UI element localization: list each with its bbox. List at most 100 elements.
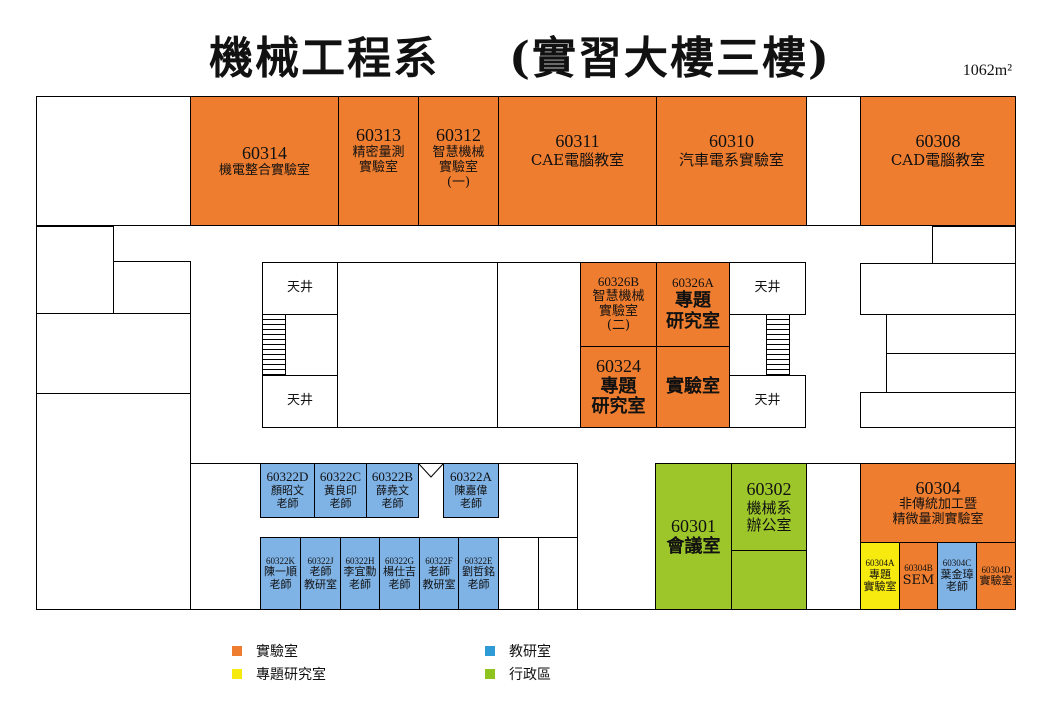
room-60304b[interactable]: 60304B SEM: [899, 542, 938, 610]
room-60304[interactable]: 60304 非傳統加工暨 精微量測實驗室: [860, 463, 1016, 543]
room-60304c[interactable]: 60304C 葉金璋 老師: [937, 542, 977, 610]
room-60322e[interactable]: 60322E 劉哲銘 老師: [458, 537, 499, 610]
page-title: 機械工程系 (實習大樓三樓): [0, 22, 1040, 86]
room-60322g[interactable]: 60322G 楊仕吉 老師: [379, 537, 420, 610]
room-60322a[interactable]: 60322A 陳嘉偉 老師: [443, 463, 499, 518]
legend-swatch: [485, 646, 495, 656]
room-name-line3: (二): [606, 318, 631, 334]
room-60304a[interactable]: 60304A 專題 實驗室: [860, 542, 900, 610]
room-number: 60310: [709, 131, 754, 151]
room-name: 實驗室: [666, 375, 720, 397]
room-name-line3: (一): [446, 174, 471, 190]
atrium-label: 天井: [286, 393, 313, 409]
room-number: 60322J: [307, 555, 334, 566]
center-room-1: [337, 262, 498, 428]
atrium-label: 天井: [754, 280, 781, 296]
restroom-block-1: [498, 537, 539, 610]
room-name-line2: 研究室: [591, 396, 646, 418]
room-name-line2: 老師: [349, 577, 371, 591]
room-number: 60322K: [266, 555, 295, 566]
room-number: 60322H: [345, 555, 375, 566]
room-number: 60322C: [319, 469, 362, 485]
room-name-line2: 教研室: [422, 577, 456, 591]
legend-label: 教研室: [509, 644, 551, 660]
room-name-line1: 陳嘉偉: [454, 484, 488, 498]
left-wing-block-2: [113, 261, 191, 314]
room-number: 60314: [242, 143, 287, 164]
room-name-line2: 教研室: [304, 577, 337, 591]
room-number: 60302: [746, 479, 792, 500]
left-wing-block-4: [36, 393, 191, 610]
legend-label: 專題研究室: [256, 667, 326, 683]
room-60322d[interactable]: 60322D 顏昭文 老師: [260, 463, 315, 518]
right-wing-block-4: [886, 353, 1016, 393]
right-wing-block-3: [886, 314, 1016, 354]
title-main: 機械工程系: [209, 33, 440, 84]
room-60314[interactable]: 60314 機電整合實驗室: [190, 96, 339, 226]
room-name-line1: 劉哲銘: [462, 565, 495, 579]
room-name-line1: 智慧機械: [432, 144, 485, 160]
legend-label: 實驗室: [256, 644, 298, 660]
room-60326b[interactable]: 60326B 智慧機械 實驗室 (二): [580, 262, 657, 347]
center-room-2: [497, 262, 581, 428]
room-name-line2: 實驗室: [863, 580, 897, 594]
staircase-left: [262, 314, 286, 376]
room-name-line1: 精密量測: [352, 144, 405, 160]
room-name-line1: 非傳統加工暨: [898, 497, 977, 513]
room-60324[interactable]: 60324 專題 研究室: [580, 346, 657, 428]
atrium-left-upper: 天井: [262, 262, 338, 315]
room-lab-center[interactable]: 實驗室: [656, 346, 730, 428]
room-60312[interactable]: 60312 智慧機械 實驗室 (一): [418, 96, 499, 226]
room-60311[interactable]: 60311 CAE電腦教室: [498, 96, 657, 226]
room-name: 機電整合實驗室: [218, 162, 310, 178]
legend-item-admin: 行政區: [485, 664, 551, 684]
room-name-line1: 老師: [428, 565, 450, 579]
room-number: 60326A: [672, 275, 714, 291]
legend-swatch: [232, 646, 242, 656]
room-number: 60322B: [371, 469, 414, 485]
room-name-line2: 老師: [276, 496, 299, 510]
title-sub: (實習大樓三樓): [509, 33, 831, 84]
top-stair-block: [806, 96, 861, 226]
room-name-line2: 精微量測實驗室: [892, 512, 984, 528]
room-60322c[interactable]: 60322C 黃良印 老師: [314, 463, 367, 518]
top-left-block: [36, 96, 191, 226]
room-60313[interactable]: 60313 精密量測 實驗室: [338, 96, 419, 226]
room-60322k[interactable]: 60322K 陳一順 老師: [260, 537, 301, 610]
room-number: 60304: [915, 477, 961, 498]
room-name-line2: 老師: [946, 580, 968, 594]
room-name: 會議室: [666, 535, 721, 557]
room-name-line2: 實驗室: [598, 303, 638, 319]
room-60304d[interactable]: 60304D 實驗室: [976, 542, 1016, 610]
room-number: 60312: [436, 125, 481, 145]
room-number: 60304C: [942, 558, 972, 569]
room-60322h[interactable]: 60322H 李宜勳 老師: [340, 537, 380, 610]
room-name-line1: 葉金璋: [940, 567, 974, 581]
room-number: 60322A: [450, 469, 492, 485]
room-60302[interactable]: 60302 機械系 辦公室: [731, 463, 807, 551]
room-name-line1: 黃良印: [324, 484, 357, 498]
room-60322f[interactable]: 60322F 老師 教研室: [419, 537, 459, 610]
room-name: 汽車電系實驗室: [678, 150, 784, 169]
right-wing-block-5: [860, 392, 1016, 428]
room-name-line2: 實驗室: [358, 159, 398, 175]
room-name-line1: 薛堯文: [376, 484, 409, 498]
room-60322b[interactable]: 60322B 薛堯文 老師: [366, 463, 419, 518]
room-60326a[interactable]: 60326A 專題 研究室: [656, 262, 730, 347]
atrium-label: 天井: [754, 393, 781, 409]
floor-area: 1062m²: [962, 62, 1012, 79]
atrium-left-lower: 天井: [262, 375, 338, 428]
left-wing-block-1: [36, 226, 114, 314]
room-60322j[interactable]: 60322J 老師 教研室: [300, 537, 341, 610]
room-number: 60308: [915, 131, 961, 151]
legend-item-project: 專題研究室: [232, 664, 326, 684]
room-60308[interactable]: 60308 CAD電腦教室: [860, 96, 1016, 226]
room-name-line1: 李宜勳: [343, 565, 377, 579]
atrium-right-upper: 天井: [729, 262, 806, 315]
room-name: CAE電腦教室: [530, 150, 625, 169]
staircase-right: [766, 314, 790, 376]
room-number: 60322F: [425, 555, 453, 566]
room-60301[interactable]: 60301 會議室: [655, 463, 732, 610]
room-60310[interactable]: 60310 汽車電系實驗室: [656, 96, 807, 226]
restroom-block-2: [538, 537, 578, 610]
